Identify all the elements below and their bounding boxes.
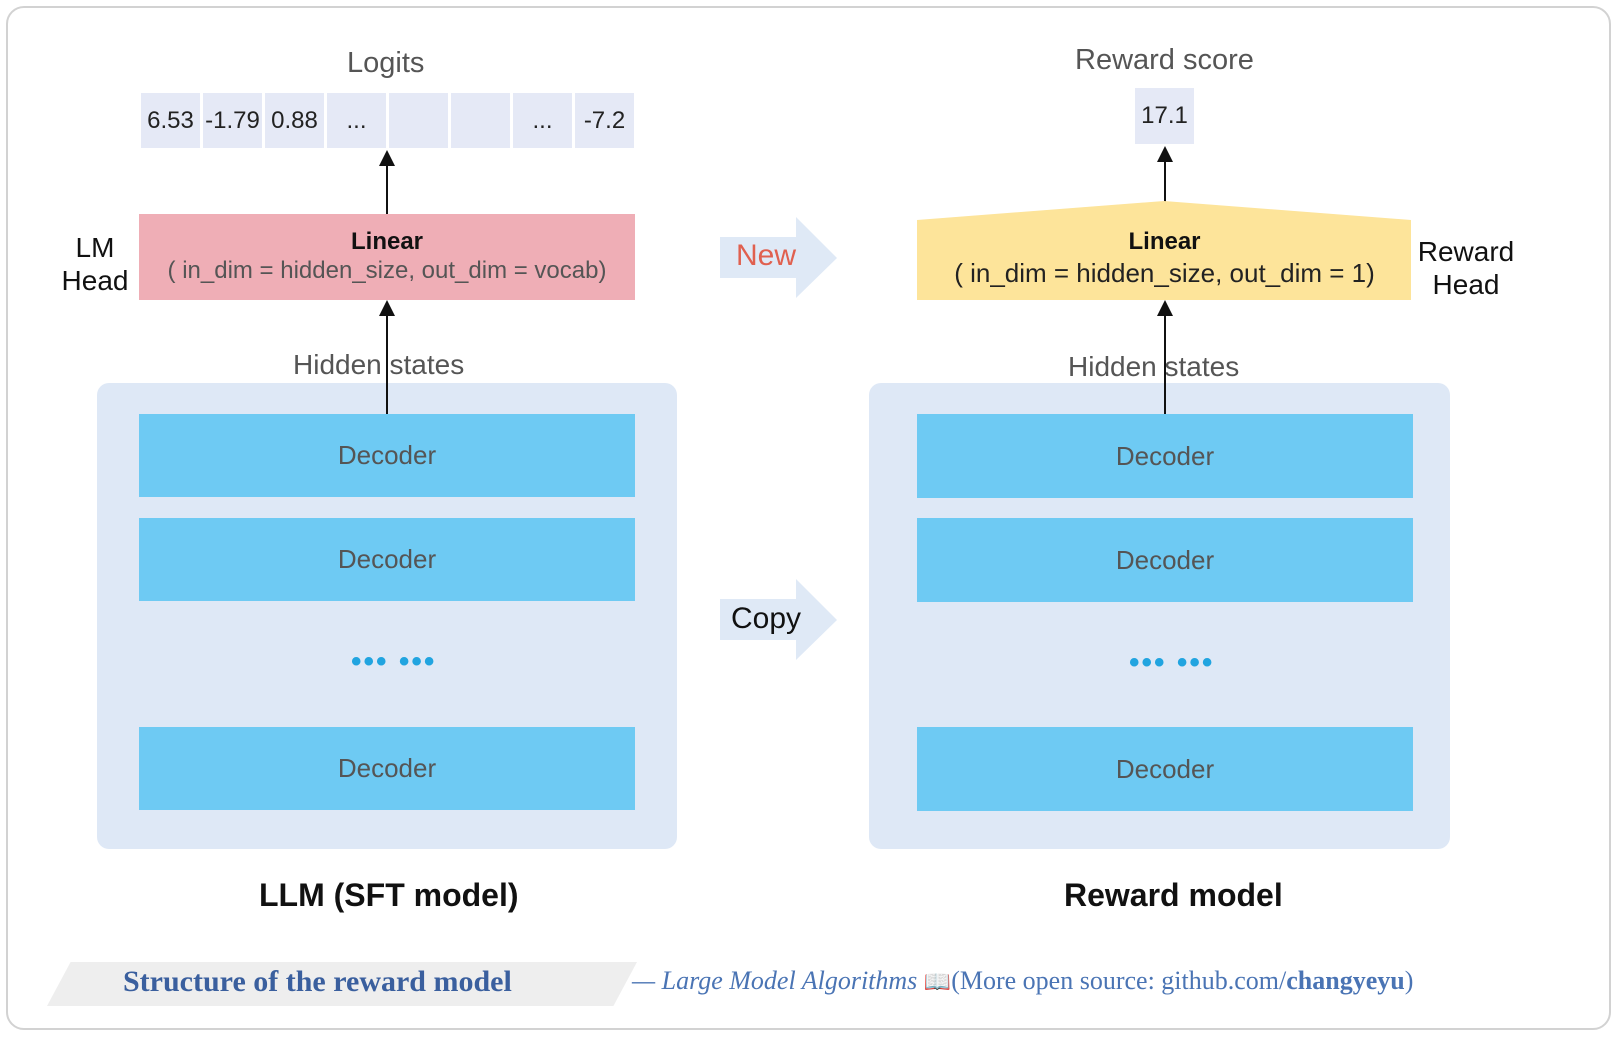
decoder-layer: Decoder xyxy=(139,414,635,497)
caption-band xyxy=(47,962,637,1006)
logit-cell: ... xyxy=(327,93,386,148)
reward-head-label-line2: Head xyxy=(1432,269,1500,300)
decoder-layer: Decoder xyxy=(917,518,1413,602)
llm-model-title: LLM (SFT model) xyxy=(259,877,519,913)
arrow-line-to-reward-head xyxy=(1164,314,1166,414)
arrow-line-to-lm-head xyxy=(386,314,388,414)
decoder-layer: Decoder xyxy=(139,727,635,810)
new-arrow-label: New xyxy=(736,239,797,272)
lm-head-label: LM Head xyxy=(58,231,132,297)
decoder-ellipsis: ••• ••• xyxy=(1129,646,1215,679)
lm-head-linear-box: Linear ( in_dim = hidden_size, out_dim =… xyxy=(139,214,635,300)
reward-head-linear-title: Linear xyxy=(1128,228,1201,255)
lm-head-linear-title: Linear xyxy=(350,228,424,255)
figure-caption: Structure of the reward model xyxy=(123,965,512,998)
logits-label: Logits xyxy=(347,47,425,79)
new-arrow-shape xyxy=(720,217,837,298)
decoder-layer: Decoder xyxy=(917,414,1413,498)
logit-cell: -7.2 xyxy=(575,93,634,148)
copy-arrow-shape xyxy=(720,579,837,660)
reward-head-linear-shape xyxy=(917,201,1411,300)
outer-frame xyxy=(6,6,1611,1030)
credit-suffix: ) xyxy=(1404,966,1414,995)
arrow-head-up xyxy=(1157,146,1173,162)
credit-prefix: — Large Model Algorithms xyxy=(632,966,918,995)
decoder-layer: Decoder xyxy=(139,518,635,601)
logit-cell: 6.53 xyxy=(141,93,200,148)
arrow-head-up xyxy=(379,150,395,166)
decoder-layer: Decoder xyxy=(917,727,1413,811)
reward-head-label: Reward Head xyxy=(1414,235,1518,301)
logit-cell xyxy=(389,93,448,148)
logit-cell xyxy=(451,93,510,148)
arrow-head-up xyxy=(1157,300,1173,316)
reward-head-label-line1: Reward xyxy=(1417,236,1515,267)
lm-head-label-line2: Head xyxy=(61,265,129,296)
logit-cell: ... xyxy=(513,93,572,148)
logit-cell: -1.79 xyxy=(203,93,262,148)
credit-middle: (More open source: github.com/ xyxy=(951,966,1287,995)
decoder-ellipsis: ••• ••• xyxy=(351,645,437,678)
reward-model-title: Reward model xyxy=(1064,877,1283,913)
footer-credit: — Large Model Algorithms 📖(More open sou… xyxy=(632,966,1413,996)
book-icon: 📖 xyxy=(923,969,952,994)
left-hidden-states-label: Hidden states xyxy=(293,349,465,380)
reward-score-value: 17.1 xyxy=(1135,88,1194,144)
arrow-line-to-score xyxy=(1164,160,1166,202)
github-author-link[interactable]: changyeyu xyxy=(1286,966,1405,995)
copy-arrow-label: Copy xyxy=(731,602,802,635)
reward-score-label: Reward score xyxy=(1075,44,1254,76)
lm-head-linear-params: ( in_dim = hidden_size, out_dim = vocab) xyxy=(167,257,607,284)
right-hidden-states-label: Hidden states xyxy=(1068,351,1240,382)
logit-cell: 0.88 xyxy=(265,93,324,148)
reward-head-linear-params: ( in_dim = hidden_size, out_dim = 1) xyxy=(954,258,1375,288)
arrow-line-to-logits xyxy=(386,164,388,214)
lm-head-label-line1: LM xyxy=(75,232,115,263)
arrow-head-up xyxy=(379,300,395,316)
